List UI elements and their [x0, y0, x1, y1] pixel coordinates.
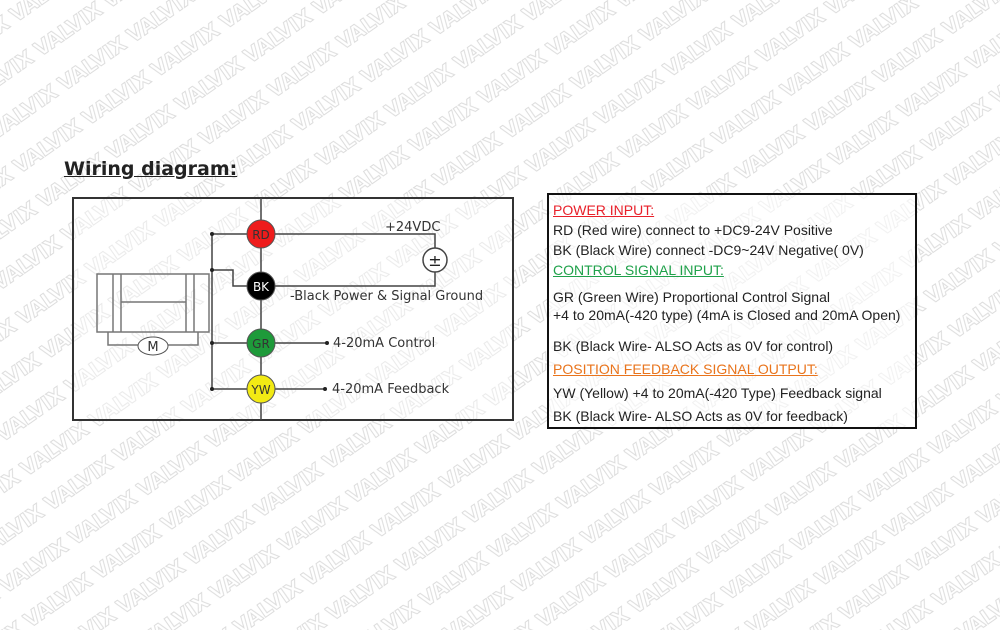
page-title: Wiring diagram:: [64, 158, 238, 180]
feedback-line: BK (Black Wire- ALSO Acts as 0V for feed…: [553, 408, 848, 424]
control-line: GR (Green Wire) Proportional Control Sig…: [553, 289, 830, 305]
ground-label: -Black Power & Signal Ground: [290, 289, 483, 304]
power-input-heading: POWER INPUT:: [553, 202, 655, 218]
wiring-info-box: POWER INPUT: RD (Red wire) connect to +D…: [547, 193, 917, 429]
control-label: 4-20mA Control: [333, 336, 435, 351]
terminal-label: GR: [252, 337, 270, 351]
feedback-heading: POSITION FEEDBACK SIGNAL OUTPUT:: [553, 361, 818, 377]
power-line: RD (Red wire) connect to +DC9-24V Positi…: [553, 222, 833, 238]
terminal-gr: [246, 328, 276, 358]
dc-source-symbol: [422, 247, 448, 273]
feedback-line: YW (Yellow) +4 to 20mA(-420 Type) Feedba…: [553, 385, 882, 401]
supply-label: +24VDC: [385, 220, 440, 235]
terminal-label: YW: [250, 383, 270, 397]
diagram-frame: [72, 197, 514, 421]
terminal-label: BK: [253, 280, 270, 294]
terminal-yw: [246, 374, 276, 404]
terminal-bk: [246, 271, 276, 301]
dc-source-sign: ±: [428, 251, 441, 270]
control-line: BK (Black Wire- ALSO Acts as 0V for cont…: [553, 338, 834, 354]
motor-label: M: [147, 340, 158, 355]
control-signal-heading: CONTROL SIGNAL INPUT:: [553, 262, 724, 278]
power-line: BK (Black Wire) connect -DC9~24V Negativ…: [553, 242, 864, 258]
motor-symbol: [137, 336, 169, 356]
terminal-label: RD: [252, 228, 270, 242]
feedback-label: 4-20mA Feedback: [332, 382, 450, 397]
control-line: +4 to 20mA(-420 type) (4mA is Closed and…: [553, 307, 901, 323]
terminal-rd: [246, 219, 276, 249]
